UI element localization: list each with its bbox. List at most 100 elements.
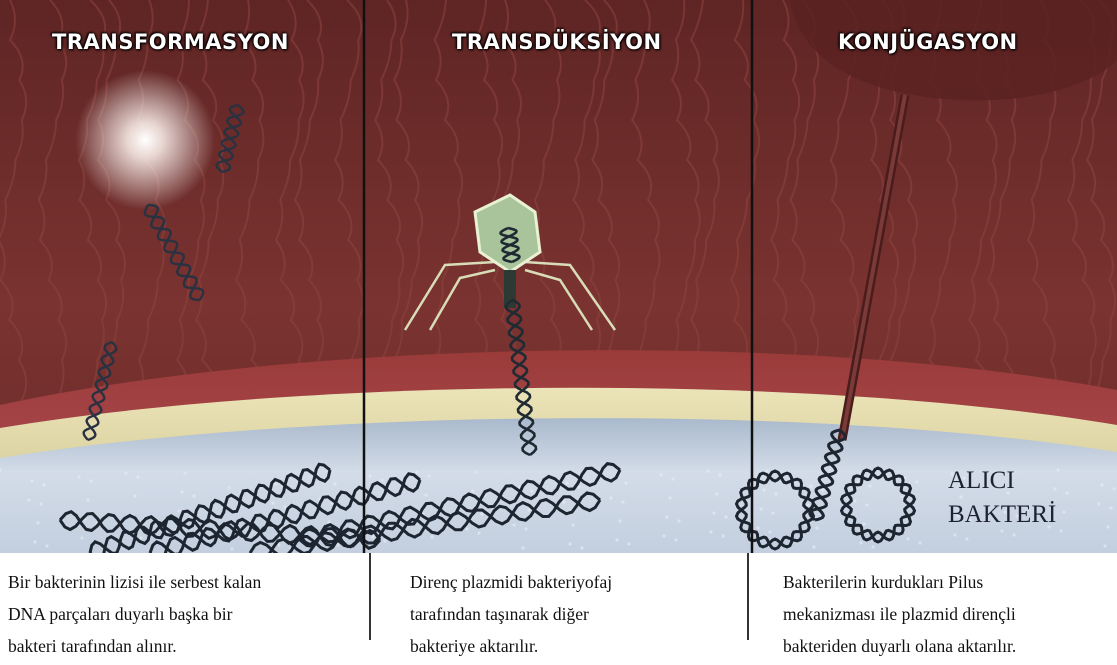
speckle <box>124 471 127 474</box>
speckle <box>230 547 233 550</box>
title-transduksiyon: TRANSDÜKSİYON <box>452 30 662 54</box>
speckle <box>762 488 765 491</box>
speckle <box>1012 533 1015 536</box>
speckle <box>77 475 80 478</box>
speckle <box>427 474 430 477</box>
speckle <box>768 530 771 533</box>
speckle <box>336 543 339 546</box>
speckle <box>577 485 580 488</box>
speckle <box>677 519 680 522</box>
speckle <box>674 538 677 541</box>
speckle <box>227 486 230 489</box>
speckle <box>333 482 336 485</box>
speckle <box>86 498 89 501</box>
speckle <box>368 474 371 477</box>
speckle <box>139 536 142 539</box>
speckle <box>1056 468 1059 471</box>
speckle <box>562 500 565 503</box>
speckle <box>277 543 280 546</box>
speckle <box>180 490 183 493</box>
speckle <box>283 505 286 508</box>
speckle <box>868 484 871 487</box>
speckle <box>1053 487 1056 490</box>
description-line: bakteriden duyarlı olana aktarılır. <box>783 630 1016 662</box>
speckle <box>759 507 762 510</box>
speckle <box>580 546 583 549</box>
description-line: tarafından taşınarak diğer <box>410 598 612 630</box>
speckle <box>42 483 45 486</box>
speckle <box>183 471 186 474</box>
speckle <box>615 538 618 541</box>
description-line: DNA parçaları duyarlı başka bir <box>8 598 261 630</box>
speckle <box>821 488 824 491</box>
speckle <box>959 495 962 498</box>
speckle <box>571 523 574 526</box>
speckle <box>565 481 568 484</box>
speckle <box>474 470 477 473</box>
speckle <box>718 473 721 476</box>
speckle <box>380 478 383 481</box>
speckle <box>865 503 868 506</box>
speckle <box>30 479 33 482</box>
speckle <box>627 542 630 545</box>
speckle <box>1065 491 1068 494</box>
speckle <box>709 530 712 533</box>
speckle <box>89 479 92 482</box>
speckle <box>177 509 180 512</box>
description-transduksiyon: Direnç plazmidi bakteriyofaj tarafından … <box>410 566 612 662</box>
speckle <box>430 535 433 538</box>
speckle <box>812 545 815 548</box>
speckle <box>624 481 627 484</box>
speckle <box>274 482 277 485</box>
speckle <box>477 531 480 534</box>
speckle <box>609 496 612 499</box>
speckle <box>721 534 724 537</box>
speckle <box>527 508 530 511</box>
receiver-label-line-2: BAKTERİ <box>948 502 1056 527</box>
speckle <box>33 540 36 543</box>
description-line: Direnç plazmidi bakteriyofaj <box>410 566 612 598</box>
speckle <box>471 489 474 492</box>
speckle <box>774 492 777 495</box>
description-line: mekanizması ile plazmid dirençli <box>783 598 1016 630</box>
speckle <box>271 501 274 504</box>
speckle <box>192 494 195 497</box>
speckle <box>915 480 918 483</box>
speckle <box>715 492 718 495</box>
speckle <box>859 541 862 544</box>
speckle <box>853 499 856 502</box>
speckle <box>724 515 727 518</box>
speckle <box>1097 502 1100 505</box>
speckle <box>662 534 665 537</box>
speckle <box>918 541 921 544</box>
speckle <box>906 537 909 540</box>
speckle <box>862 522 865 525</box>
speckle <box>1112 487 1115 490</box>
speckle <box>765 469 768 472</box>
speckle <box>671 477 674 480</box>
speckle <box>524 527 527 530</box>
speckle <box>965 537 968 540</box>
speckle <box>618 519 621 522</box>
speckle <box>1109 506 1112 509</box>
speckle <box>39 502 42 505</box>
speckle <box>712 511 715 514</box>
speckle <box>45 544 48 547</box>
title-transformasyon: TRANSFORMASYON <box>52 30 289 54</box>
description-transformasyon: Bir bakterinin lizisi ile serbest kalan … <box>8 566 261 662</box>
speckle <box>871 545 874 548</box>
speckle <box>1059 529 1062 532</box>
speckle <box>815 526 818 529</box>
speckle <box>1103 544 1106 547</box>
speckle <box>806 503 809 506</box>
description-konjugasyon: Bakterilerin kurdukları Pilus mekanizmas… <box>783 566 1016 662</box>
speckle <box>133 494 136 497</box>
speckle <box>136 475 139 478</box>
lysis-glow <box>75 70 215 210</box>
speckle <box>36 521 39 524</box>
speckle <box>568 542 571 545</box>
speckle <box>80 536 83 539</box>
speckle <box>1000 529 1003 532</box>
speckle <box>668 496 671 499</box>
speckle <box>415 470 418 473</box>
